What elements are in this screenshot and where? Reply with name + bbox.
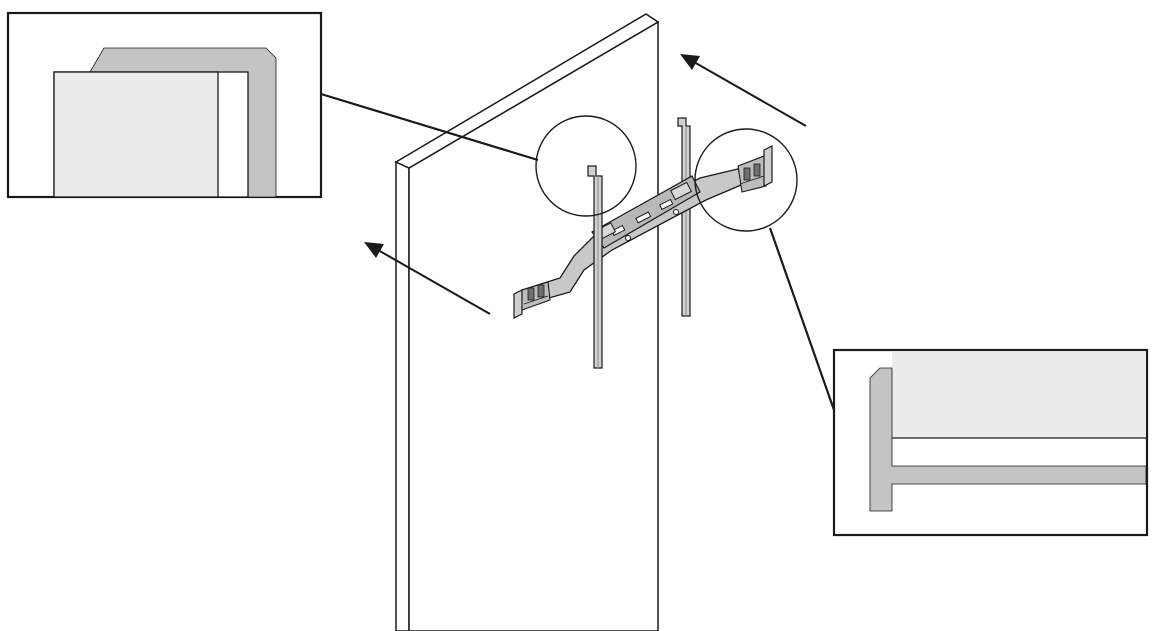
detail-circle-front (535, 115, 637, 217)
front-vertical-post (587, 165, 603, 369)
leader-line-front (320, 92, 539, 162)
detail-circle-rear (694, 128, 798, 232)
rack-upright (394, 13, 660, 631)
rear-rail-section (892, 352, 1146, 438)
arrow-lower-left (364, 242, 491, 315)
callout-rear-detail (832, 348, 1149, 537)
arrow-upper-right (680, 54, 807, 127)
upright-front-face (395, 160, 410, 631)
rear-vertical-post (677, 117, 691, 317)
upright-top-edge (394, 13, 660, 169)
leader-line-rear (768, 227, 836, 411)
slide-rail (513, 145, 773, 319)
rear-end-bracket (737, 145, 773, 193)
upright-side-face (408, 20, 659, 631)
callout-front-detail (6, 11, 323, 199)
rear-flange-hook (869, 367, 1147, 512)
front-rail-section (53, 71, 219, 198)
front-end-bracket (513, 281, 551, 319)
